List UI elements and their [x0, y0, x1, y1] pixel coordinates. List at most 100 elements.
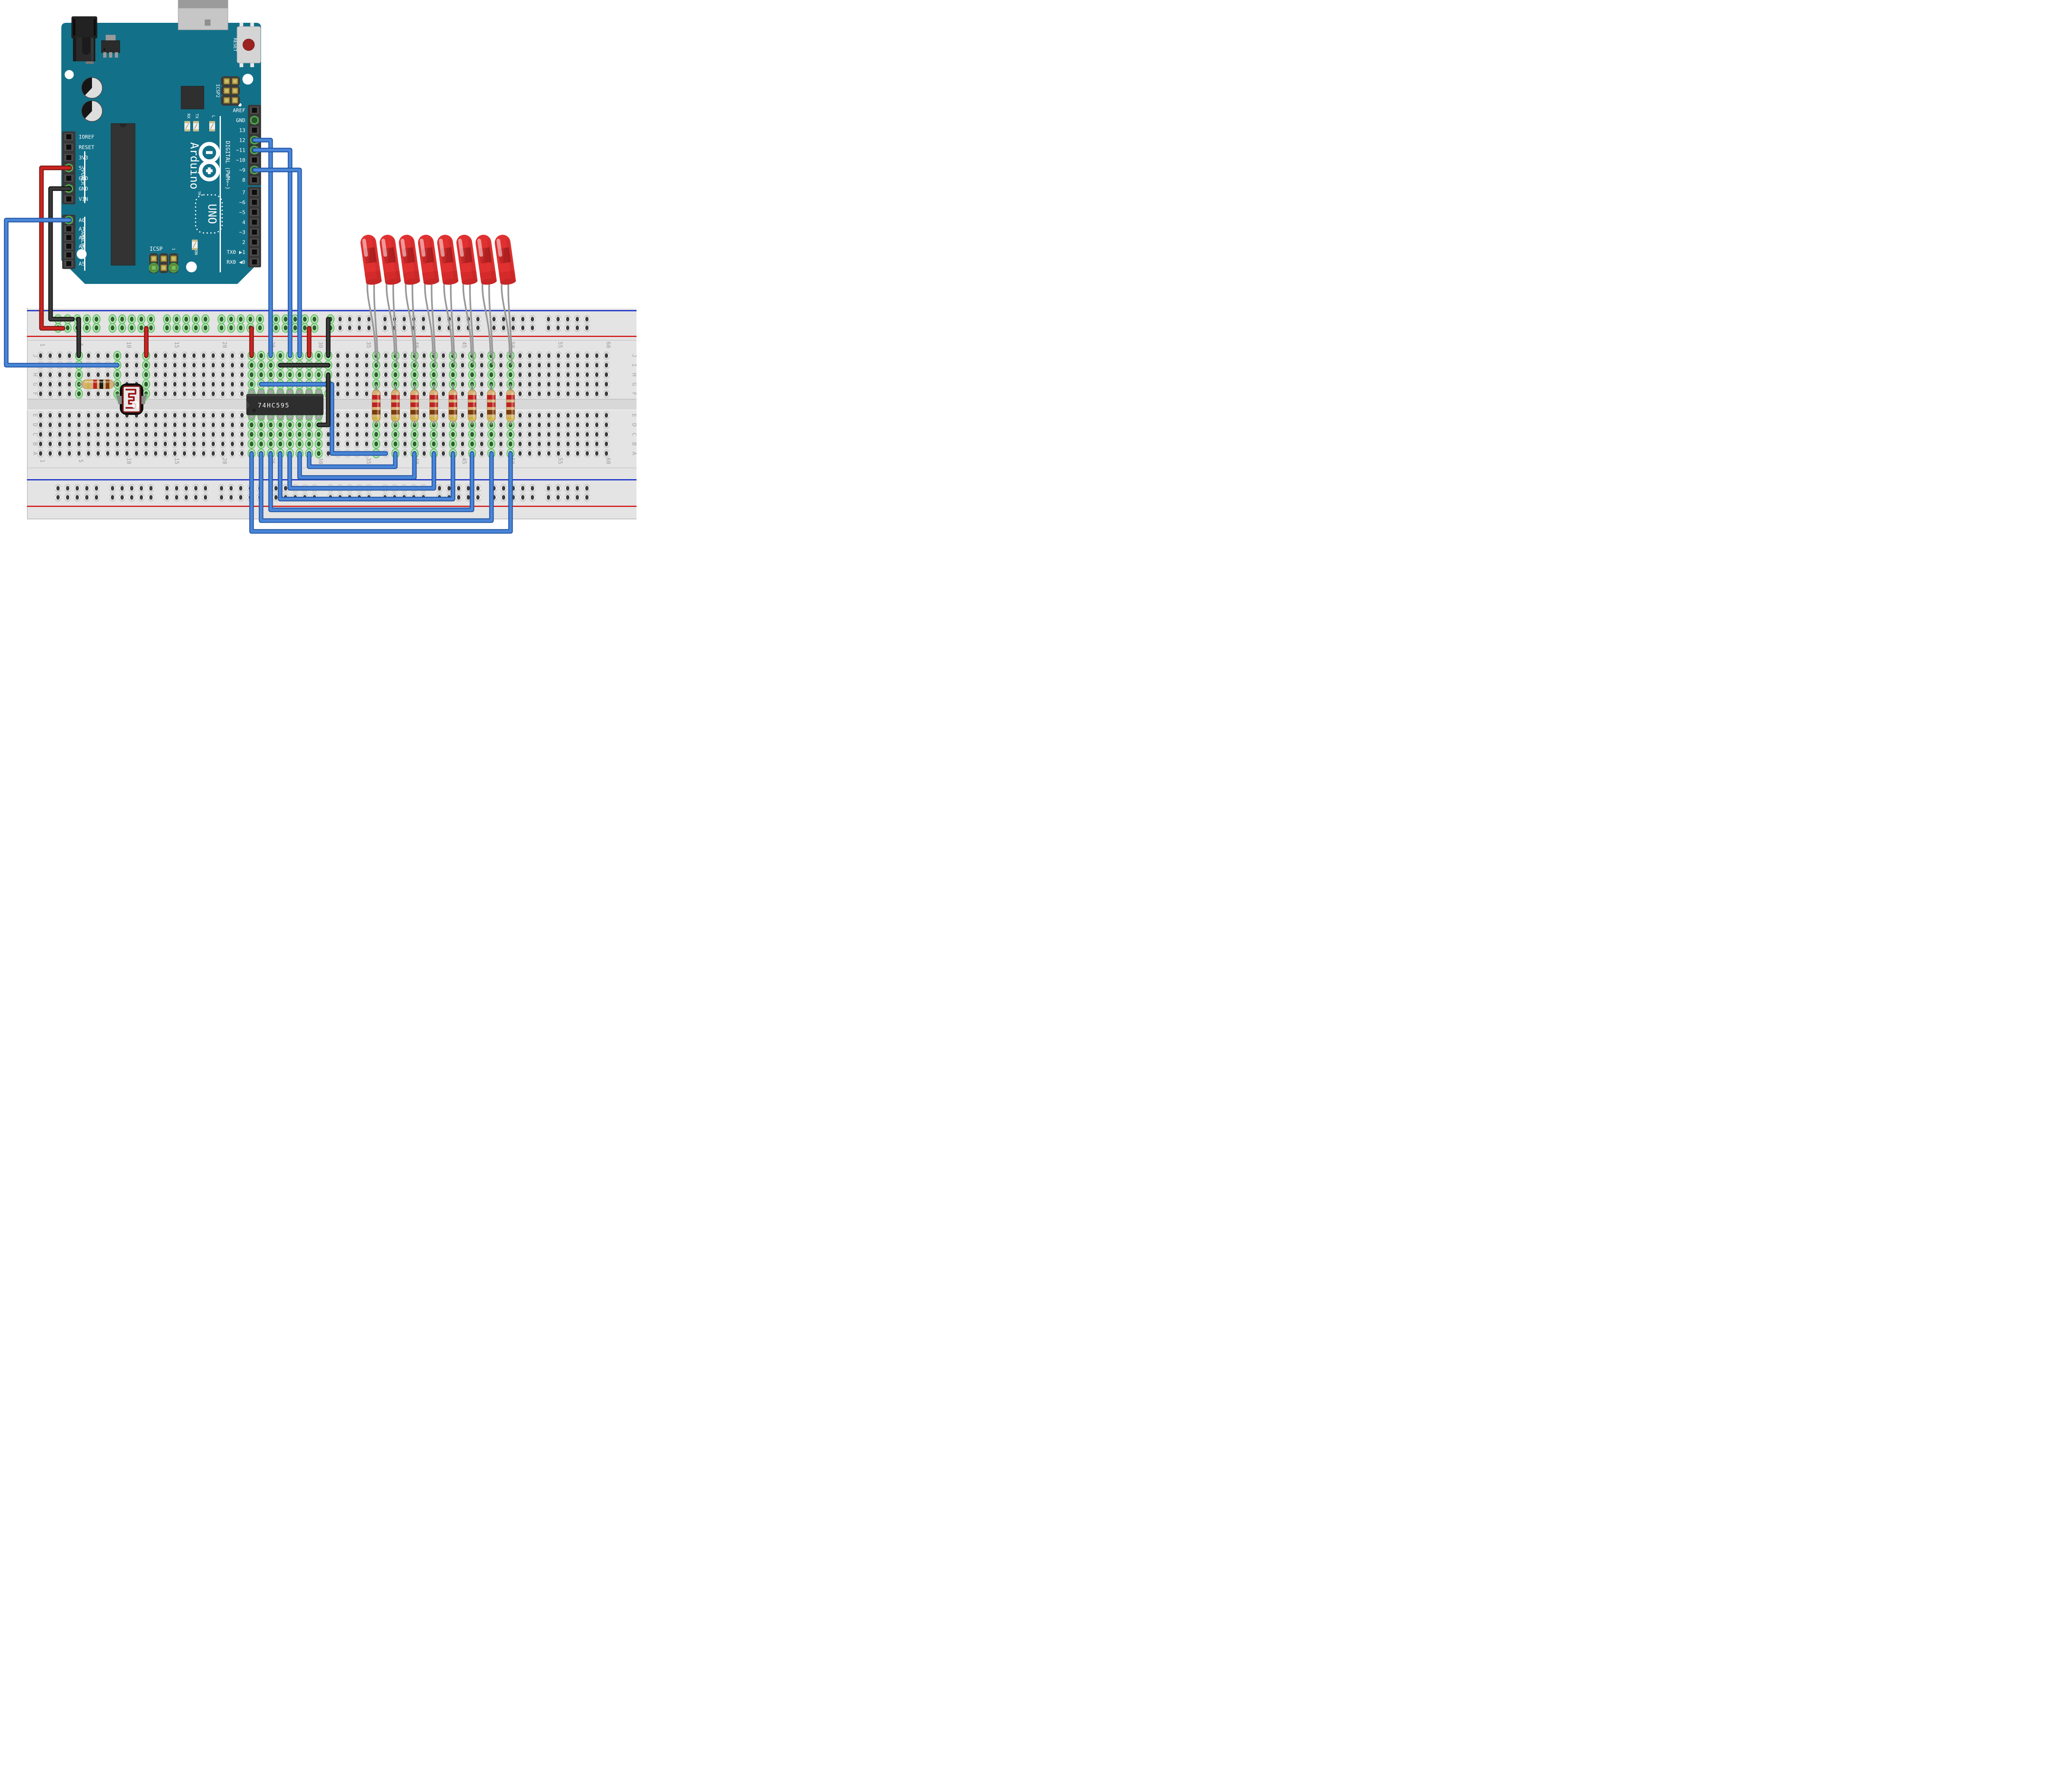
breadboard-hole[interactable]	[344, 421, 351, 429]
breadboard-hole[interactable]	[603, 371, 610, 379]
breadboard-hole[interactable]	[356, 324, 363, 332]
breadboard-hole[interactable]	[162, 430, 169, 439]
breadboard-hole[interactable]	[171, 390, 178, 398]
breadboard-hole[interactable]	[545, 351, 552, 360]
breadboard-hole[interactable]	[56, 430, 63, 439]
breadboard-hole-connected[interactable]	[82, 323, 91, 333]
breadboard-hole[interactable]	[210, 380, 217, 388]
breadboard-hole-connected[interactable]	[315, 429, 323, 439]
breadboard-hole-connected[interactable]	[137, 323, 145, 333]
breadboard-hole[interactable]	[334, 361, 341, 369]
breadboard-hole[interactable]	[162, 411, 169, 419]
wire-qh-blue[interactable]	[307, 451, 398, 469]
resistor-left[interactable]	[79, 379, 117, 389]
breadboard-hole[interactable]	[536, 430, 543, 439]
breadboard-hole[interactable]	[94, 430, 102, 439]
breadboard-hole[interactable]	[104, 440, 111, 448]
breadboard-hole[interactable]	[497, 421, 504, 429]
breadboard-hole-connected[interactable]	[286, 420, 294, 430]
breadboard-hole[interactable]	[440, 430, 447, 439]
breadboard-hole-connected[interactable]	[305, 439, 313, 449]
breadboard-hole[interactable]	[478, 440, 485, 448]
breadboard-hole[interactable]	[181, 380, 188, 388]
breadboard-hole[interactable]	[238, 390, 245, 398]
breadboard-hole[interactable]	[104, 351, 111, 360]
breadboard-hole[interactable]	[526, 411, 533, 419]
breadboard-hole[interactable]	[202, 493, 209, 502]
breadboard-hole-connected[interactable]	[506, 439, 515, 449]
breadboard-hole[interactable]	[66, 390, 73, 398]
breadboard-hole-connected[interactable]	[276, 439, 285, 449]
wire-qb-blue[interactable]	[249, 451, 513, 534]
breadboard-hole[interactable]	[37, 371, 44, 379]
breadboard-hole-connected[interactable]	[272, 323, 280, 333]
breadboard-hole[interactable]	[545, 430, 552, 439]
breadboard-hole[interactable]	[162, 440, 169, 448]
breadboard-hole[interactable]	[75, 411, 82, 419]
breadboard-hole-connected[interactable]	[266, 420, 275, 430]
breadboard-hole[interactable]	[191, 430, 198, 439]
breadboard-hole-connected[interactable]	[449, 360, 457, 370]
breadboard-hole[interactable]	[545, 440, 552, 448]
breadboard-hole[interactable]	[517, 411, 523, 419]
breadboard-hole[interactable]	[517, 390, 523, 398]
breadboard-hole[interactable]	[555, 421, 562, 429]
breadboard-hole[interactable]	[402, 371, 409, 379]
breadboard-hole-connected[interactable]	[429, 360, 438, 370]
breadboard-hole[interactable]	[497, 440, 504, 448]
breadboard-hole[interactable]	[517, 361, 523, 369]
breadboard-hole[interactable]	[363, 411, 370, 419]
breadboard-hole-connected[interactable]	[295, 420, 304, 430]
breadboard-hole[interactable]	[152, 440, 159, 448]
breadboard-hole[interactable]	[574, 371, 581, 379]
breadboard-hole-connected[interactable]	[247, 439, 256, 449]
breadboard-hole[interactable]	[162, 421, 169, 429]
breadboard-hole[interactable]	[536, 380, 543, 388]
breadboard-hole[interactable]	[104, 390, 111, 398]
breadboard-hole[interactable]	[366, 315, 373, 323]
breadboard-hole-connected[interactable]	[487, 351, 496, 361]
breadboard-hole[interactable]	[593, 380, 600, 388]
breadboard-hole[interactable]	[555, 361, 562, 369]
breadboard-hole[interactable]	[574, 324, 581, 332]
breadboard-hole[interactable]	[603, 361, 610, 369]
breadboard-hole[interactable]	[219, 421, 226, 429]
breadboard-hole[interactable]	[171, 361, 178, 369]
breadboard-hole-connected[interactable]	[506, 351, 515, 361]
breadboard-hole[interactable]	[497, 449, 504, 458]
breadboard-hole[interactable]	[171, 449, 178, 458]
breadboard-hole-connected[interactable]	[305, 429, 313, 439]
breadboard-hole-connected[interactable]	[191, 323, 200, 333]
breadboard-hole[interactable]	[37, 421, 44, 429]
breadboard-hole-connected[interactable]	[257, 429, 265, 439]
breadboard-hole[interactable]	[83, 493, 90, 502]
breadboard-hole[interactable]	[529, 484, 536, 492]
breadboard-hole[interactable]	[219, 440, 226, 448]
breadboard-hole-connected[interactable]	[410, 351, 419, 361]
breadboard-hole[interactable]	[564, 371, 571, 379]
breadboard-hole[interactable]	[564, 430, 571, 439]
breadboard-hole[interactable]	[56, 440, 63, 448]
breadboard-hole[interactable]	[517, 351, 523, 360]
breadboard-hole[interactable]	[353, 371, 361, 379]
breadboard-hole[interactable]	[171, 440, 178, 448]
breadboard-hole[interactable]	[183, 493, 190, 502]
breadboard-hole[interactable]	[119, 493, 126, 502]
breadboard-hole[interactable]	[173, 484, 180, 492]
led-resistor[interactable]	[448, 384, 457, 425]
breadboard-hole[interactable]	[344, 351, 351, 360]
breadboard-hole-connected[interactable]	[257, 360, 265, 370]
breadboard-hole[interactable]	[219, 430, 226, 439]
breadboard-hole[interactable]	[497, 390, 504, 398]
shift-register-chip[interactable]: 74HC595	[246, 389, 324, 420]
breadboard-hole[interactable]	[574, 361, 581, 369]
breadboard-hole[interactable]	[219, 361, 226, 369]
breadboard-hole-connected[interactable]	[276, 351, 285, 361]
breadboard-hole[interactable]	[181, 421, 188, 429]
breadboard-hole[interactable]	[564, 324, 571, 332]
breadboard-hole[interactable]	[104, 421, 111, 429]
breadboard-hole[interactable]	[56, 371, 63, 379]
led-red[interactable]	[359, 234, 382, 286]
breadboard-hole[interactable]	[191, 411, 198, 419]
breadboard-hole[interactable]	[517, 440, 523, 448]
